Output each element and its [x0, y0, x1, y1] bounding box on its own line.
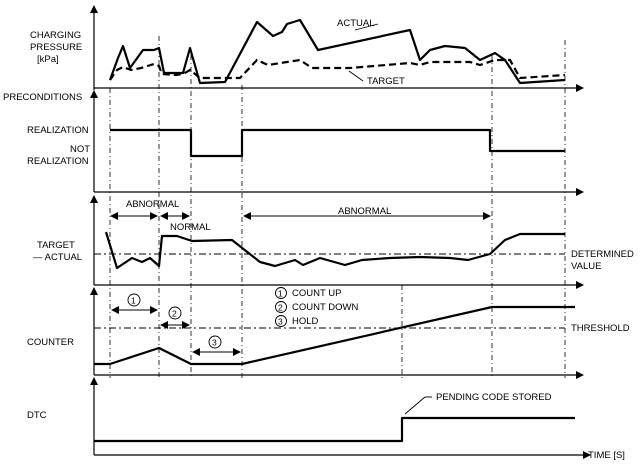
abnormal-2-label: ABNORMAL: [338, 206, 391, 217]
legend-1-number: 1: [278, 289, 283, 299]
target-actual-label-1: TARGET: [37, 240, 75, 251]
marker-2-number: 2: [172, 309, 177, 319]
legend-count-up: COUNT UP: [292, 288, 341, 299]
marker-1-circle: [127, 293, 141, 307]
target-actual-panel: TARGET — ACTUAL DETERMINED VALUE ABNORMA…: [33, 195, 634, 289]
determined-label-1: DETERMINED: [571, 249, 634, 260]
not-label: NOT: [70, 144, 90, 155]
determined-label-2: VALUE: [571, 261, 601, 272]
dtc-signal: [94, 416, 575, 443]
legend-2-circle: [275, 301, 287, 313]
legend-3-number: 3: [278, 317, 283, 327]
marker-3-circle: [208, 335, 222, 349]
actual-pressure-line: [108, 18, 566, 85]
time-axis-label: TIME [S]: [588, 450, 625, 461]
marker-3-number: 3: [212, 338, 217, 348]
pressure-label-2: PRESSURE: [30, 42, 82, 53]
counter-line: [94, 305, 575, 366]
pressure-label-1: CHARGING: [30, 30, 81, 41]
pending-leader: [404, 396, 426, 415]
marker-1-number: 1: [131, 296, 136, 306]
target-actual-line: [104, 231, 565, 270]
normal-label: NORMAL: [170, 222, 211, 233]
target-pressure-line: [109, 58, 566, 81]
preconditions-signal: [110, 128, 565, 158]
actual-leader: [354, 23, 379, 31]
pressure-panel: CHARGING PRESSURE [kPa] ACTUAL TARGET: [30, 5, 584, 92]
dtc-panel: DTC PENDING CODE STORED TIME [S]: [27, 377, 625, 461]
realization-label: REALIZATION: [27, 125, 89, 136]
pressure-label-3: [kPa]: [37, 54, 59, 65]
marker-2-circle: [168, 306, 182, 320]
legend-count-down: COUNT DOWN: [292, 302, 358, 313]
legend-hold: HOLD: [292, 316, 319, 327]
target-label: TARGET: [367, 76, 405, 87]
not-realization-label: REALIZATION: [27, 156, 89, 167]
threshold-label: THRESHOLD: [571, 323, 630, 334]
counter-legend: 1 COUNT UP 2 COUNT DOWN 3 HOLD: [275, 287, 358, 327]
preconditions-panel: PRECONDITIONS REALIZATION NOT REALIZATIO…: [3, 90, 584, 196]
counter-panel: COUNTER THRESHOLD 1 COUNT UP 2 COUNT DOW…: [27, 287, 630, 379]
legend-2-number: 2: [278, 303, 283, 313]
actual-label: ACTUAL: [337, 18, 374, 29]
legend-3-circle: [275, 315, 287, 327]
preconditions-label: PRECONDITIONS: [3, 92, 82, 103]
counter-label: COUNTER: [27, 337, 74, 348]
target-leader: [348, 70, 364, 82]
dtc-label: DTC: [27, 410, 47, 421]
abnormal-1-label: ABNORMAL: [126, 199, 179, 210]
legend-1-circle: [275, 287, 287, 299]
target-actual-label-2: — ACTUAL: [33, 252, 82, 263]
pending-code-label: PENDING CODE STORED: [436, 392, 552, 403]
